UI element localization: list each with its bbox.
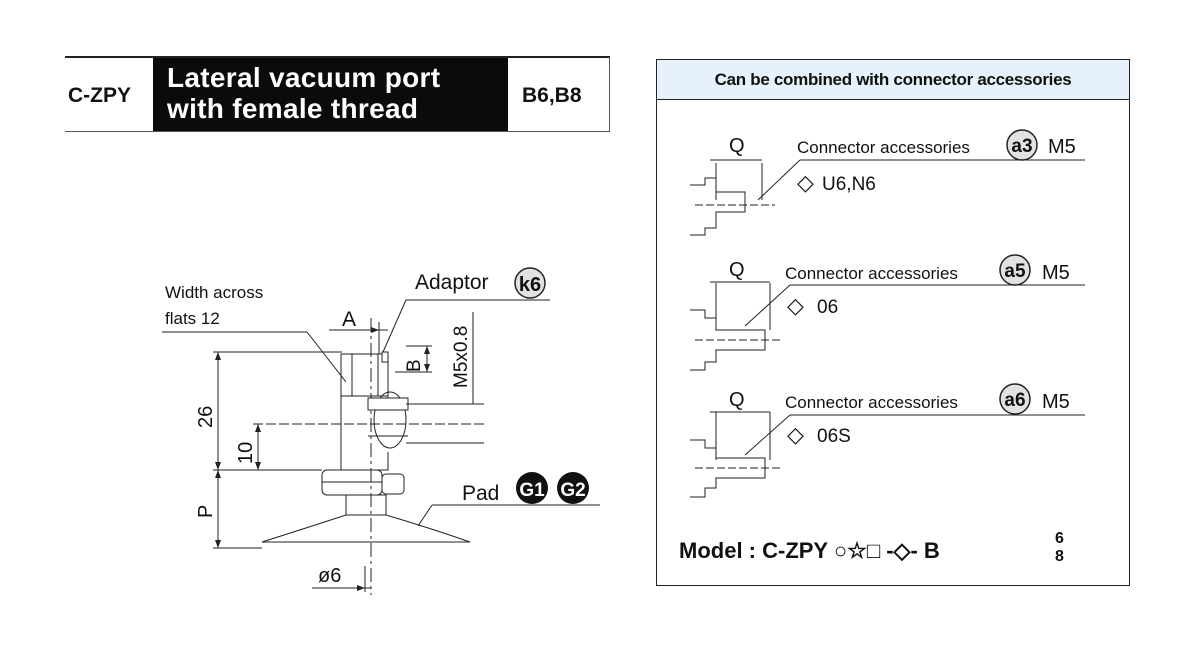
diamond-icon: ◇ bbox=[787, 293, 804, 318]
connector-badge-2: a5 bbox=[1004, 261, 1026, 282]
adaptor-badge: k6 bbox=[519, 274, 541, 296]
header-frame bbox=[65, 57, 610, 132]
pad-badge-1: G1 bbox=[519, 480, 545, 501]
connector-panel-title: Can be combined with connector accessori… bbox=[714, 69, 1072, 89]
width-across-label-1: Width across bbox=[165, 283, 263, 302]
q-label-3: Q bbox=[729, 389, 745, 411]
width-across-label-2: flats 12 bbox=[165, 309, 220, 328]
diamond-icon: ◇ bbox=[797, 170, 814, 195]
connector-badge-2-circle bbox=[999, 254, 1031, 286]
title-line-2: with female thread bbox=[167, 93, 419, 124]
size-code: B6,B8 bbox=[522, 84, 582, 107]
connector-badge-1: a3 bbox=[1011, 136, 1032, 157]
connector-sketches bbox=[690, 159, 1085, 498]
thread-size: M5x0.8 bbox=[451, 326, 472, 388]
connector-panel: Can be combined with connector accessori… bbox=[656, 59, 1130, 586]
dim-p: P bbox=[195, 505, 217, 518]
connector-label-3: Connector accessories bbox=[785, 393, 958, 412]
connector-label-2: Connector accessories bbox=[785, 264, 958, 283]
pad-badge-2-circle bbox=[557, 472, 589, 504]
pad-tab bbox=[381, 473, 405, 495]
title-line-1: Lateral vacuum port bbox=[167, 62, 441, 93]
model-designation: Model : C-ZPY ○☆□ -◇- B bbox=[679, 538, 940, 563]
pad-badge-2: G2 bbox=[560, 480, 585, 501]
connector-thread-1: M5 bbox=[1048, 136, 1076, 158]
connector-sizes-3: 06S bbox=[817, 426, 851, 447]
model-code: C-ZPY bbox=[68, 84, 131, 107]
lateral-port-outline bbox=[373, 391, 407, 449]
pad-label: Pad bbox=[462, 482, 499, 505]
connector-badge-1-circle bbox=[1006, 129, 1038, 161]
connector-badge-3-circle bbox=[999, 383, 1031, 415]
dim-10: 10 bbox=[235, 442, 257, 464]
model-size-options: 6 8 bbox=[1055, 530, 1064, 566]
diamond-icon: ◇ bbox=[787, 422, 804, 447]
connector-thread-3: M5 bbox=[1042, 391, 1070, 413]
model-size-bottom: 8 bbox=[1055, 548, 1064, 565]
header-top-rule bbox=[65, 56, 610, 58]
connector-sizes-2: 06 bbox=[817, 297, 838, 318]
adaptor-badge-circle bbox=[514, 267, 546, 299]
q-label-1: Q bbox=[729, 135, 745, 157]
dim-a: A bbox=[342, 308, 356, 331]
dim-26: 26 bbox=[195, 406, 217, 428]
model-size-top: 6 bbox=[1055, 530, 1064, 547]
q-label-2: Q bbox=[729, 259, 745, 281]
title-block: Lateral vacuum port with female thread bbox=[153, 58, 508, 131]
dim-diameter: ø6 bbox=[318, 565, 341, 587]
pad-badge-1-circle bbox=[516, 472, 548, 504]
connector-badge-3: a6 bbox=[1004, 390, 1025, 411]
dim-b: B bbox=[404, 359, 425, 372]
connector-sizes-1: U6,N6 bbox=[822, 174, 876, 195]
adaptor-label: Adaptor bbox=[415, 271, 489, 294]
connector-panel-header: Can be combined with connector accessori… bbox=[657, 60, 1129, 100]
connector-label-1: Connector accessories bbox=[797, 138, 970, 157]
connector-thread-2: M5 bbox=[1042, 262, 1070, 284]
